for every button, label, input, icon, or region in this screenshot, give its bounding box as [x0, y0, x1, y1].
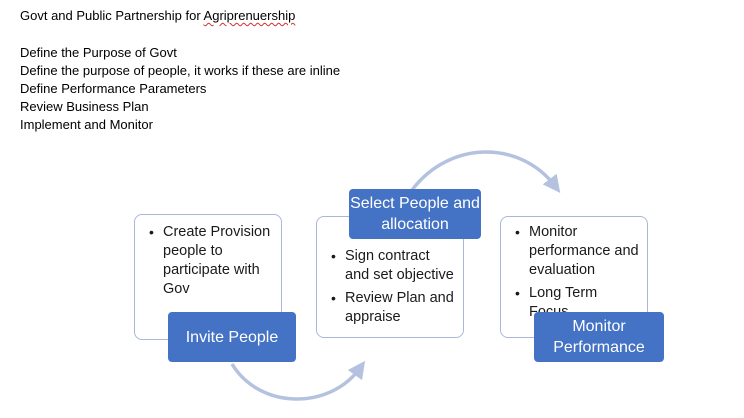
step-item: Define Performance Parameters — [20, 81, 207, 96]
bottom-curved-arrow — [230, 360, 366, 401]
title-keyword: Agriprenuership — [203, 8, 296, 23]
document-title: Govt and Public Partnership for Agripren… — [20, 8, 295, 23]
steps-list: Define the Purpose of Govt Define the pu… — [20, 44, 340, 134]
stage-bullet: Review Plan and appraise — [327, 289, 455, 327]
step-item: Implement and Monitor — [20, 117, 153, 132]
stage-bullet: Sign contract and set objective — [327, 247, 455, 285]
stage-bullet: Monitor performance and evaluation — [511, 223, 639, 280]
stage-bullet: Create Provision people to participate w… — [145, 223, 273, 299]
step-item: Review Business Plan — [20, 99, 149, 114]
step-item: Define the purpose of people, it works i… — [20, 63, 341, 78]
stage-label-monitor: Monitor Performance — [534, 312, 664, 362]
step-item: Define the Purpose of Govt — [20, 45, 177, 60]
title-prefix: Govt and Public Partnership for — [20, 8, 204, 23]
top-curved-arrow — [410, 150, 561, 193]
stage-label-select: Select People and allocation — [349, 189, 481, 239]
stage-label-invite: Invite People — [168, 312, 296, 362]
